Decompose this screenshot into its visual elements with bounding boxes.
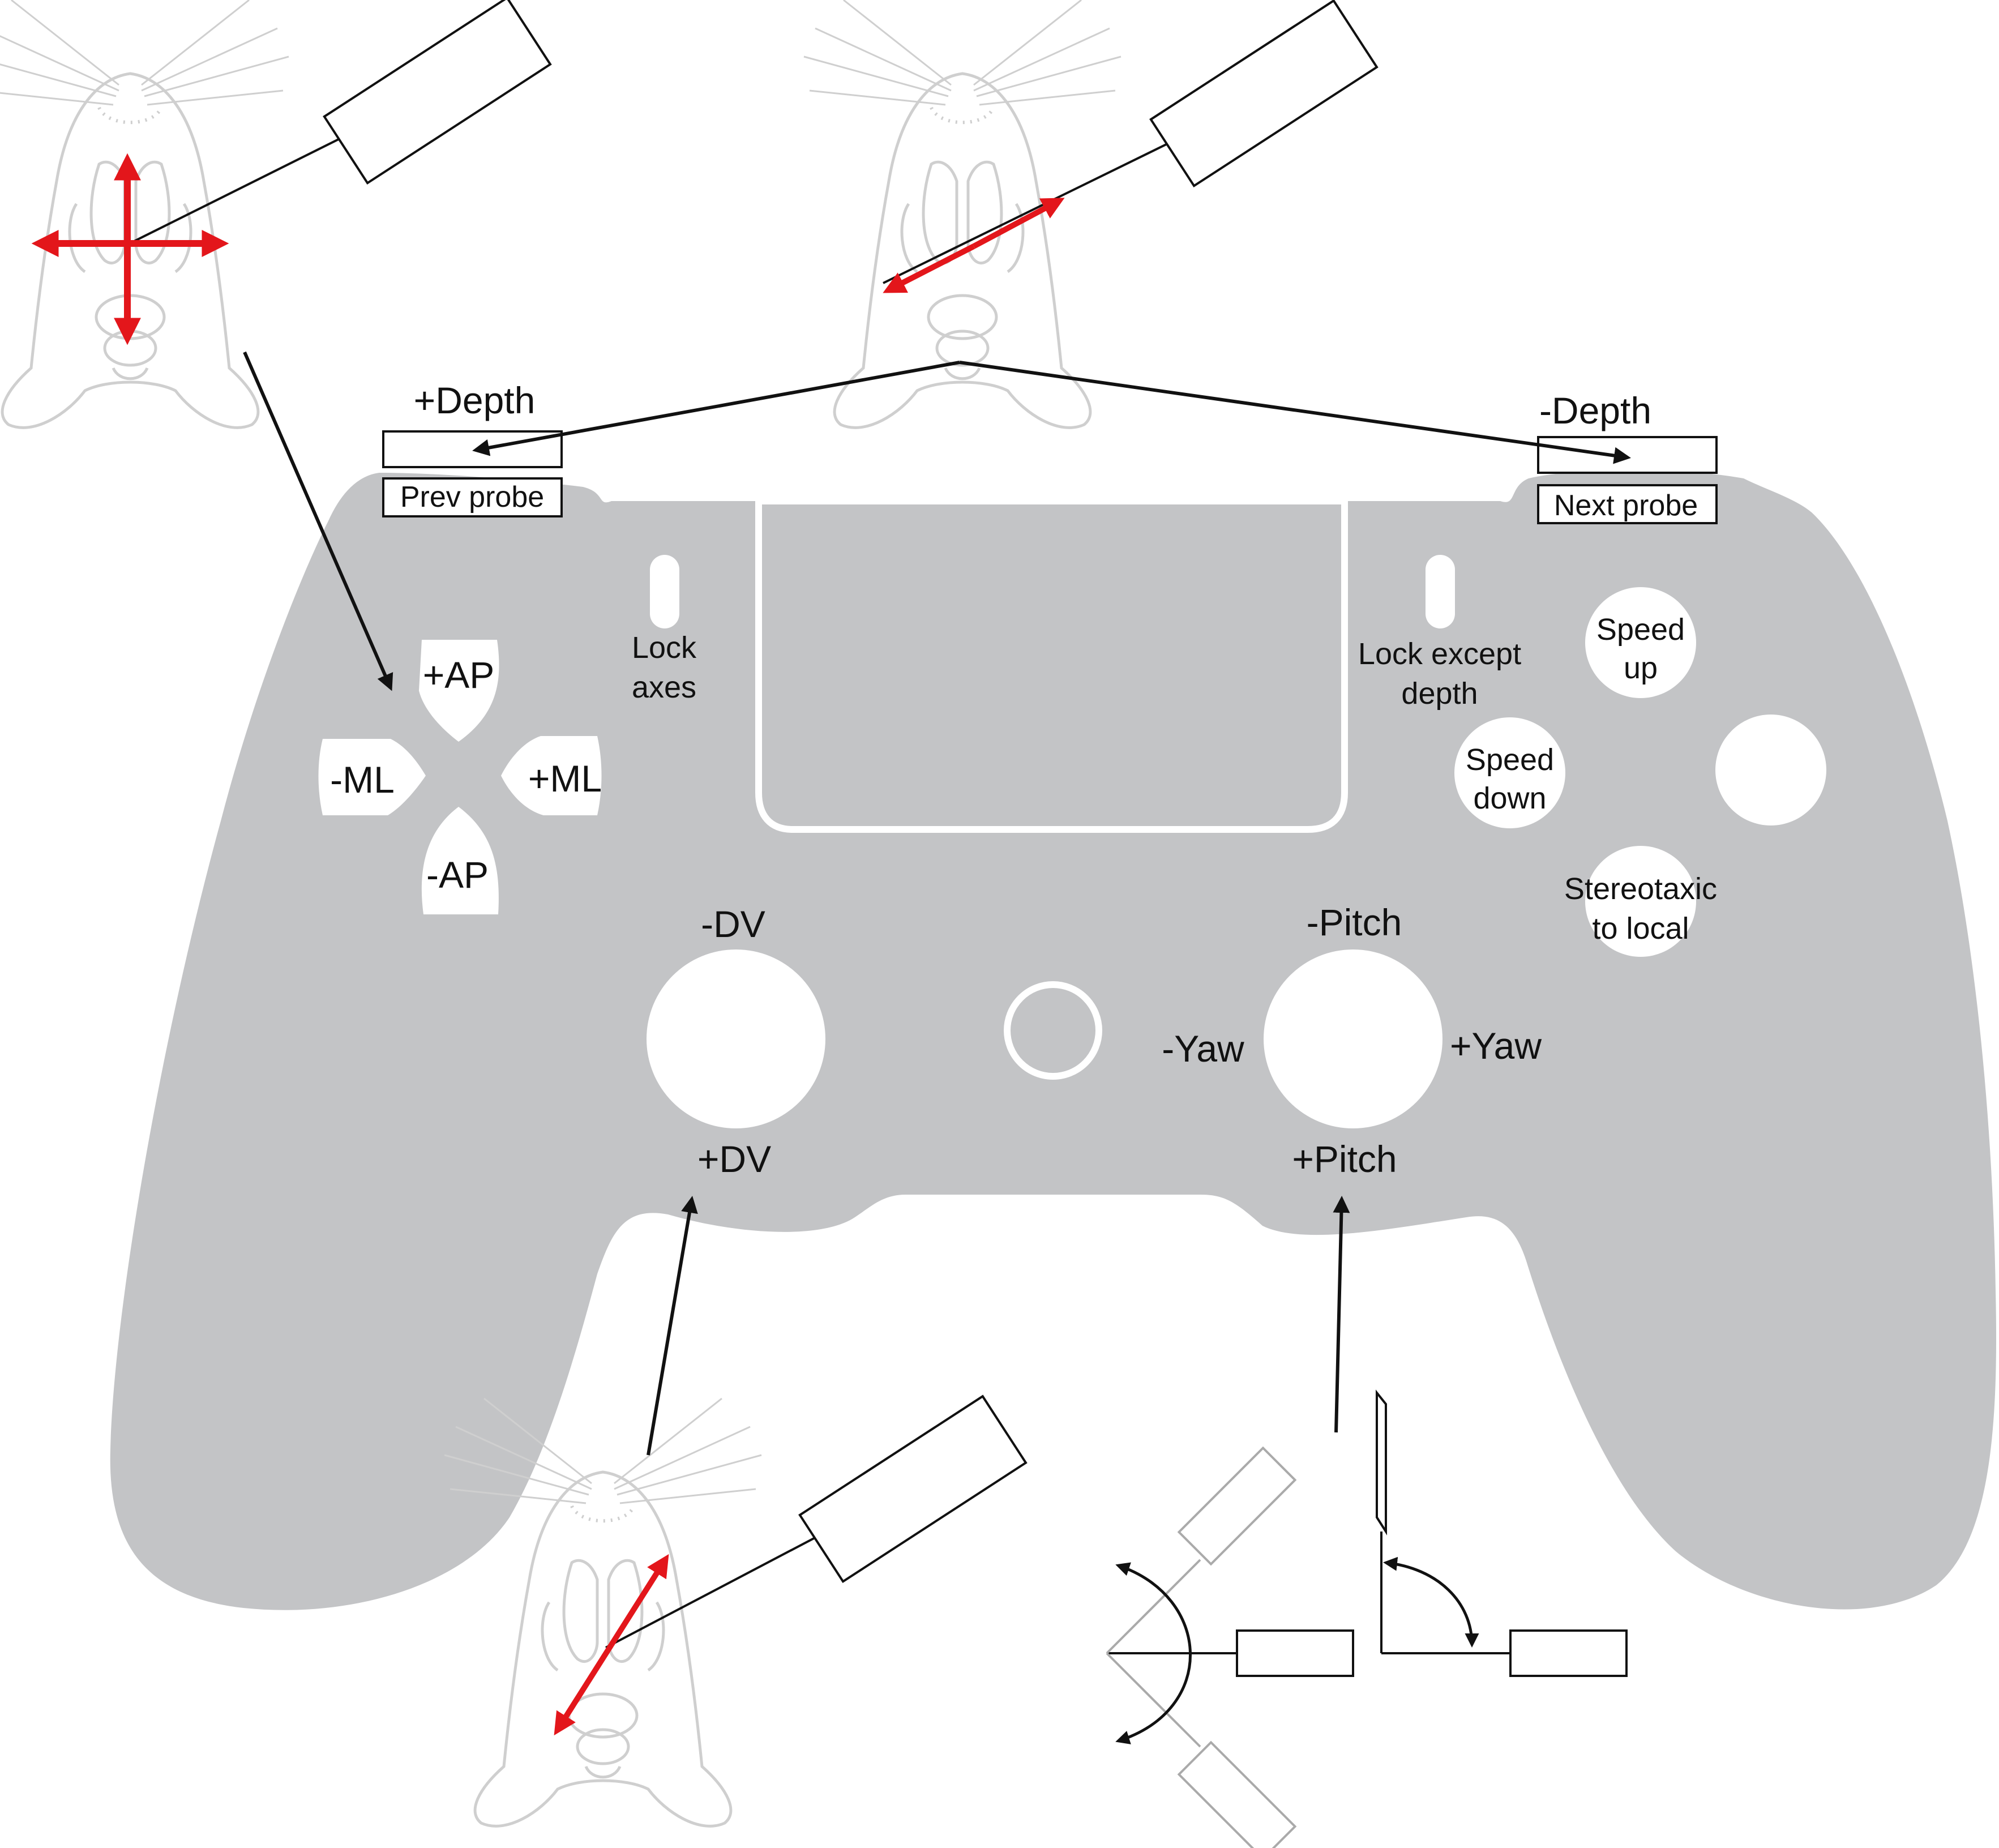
options-button[interactable] xyxy=(1426,555,1455,628)
dv-arrow-icon xyxy=(554,1554,669,1736)
dpad-down-label: -AP xyxy=(426,854,489,896)
face-top-label-1: Speed xyxy=(1596,613,1685,647)
rotation-icon xyxy=(1106,1446,1354,1848)
face-button-left[interactable] xyxy=(1454,717,1565,828)
dpad-up-label: +AP xyxy=(423,654,495,696)
right-shoulder-label: -Depth xyxy=(1539,390,1651,431)
right-shoulder-box-label: Next probe xyxy=(1554,489,1698,522)
probe-icon xyxy=(883,0,1379,284)
options-label-2: depth xyxy=(1401,677,1478,711)
probe-icon xyxy=(605,1394,1028,1649)
options-label-1: Lock except xyxy=(1358,637,1521,671)
left-stick-down-label: +DV xyxy=(697,1138,771,1180)
face-left-label-2: down xyxy=(1473,781,1546,815)
left-stick-up-label: -DV xyxy=(701,903,765,945)
depth-arrow-icon xyxy=(883,198,1065,293)
ps-button[interactable] xyxy=(1004,981,1102,1080)
right-stick[interactable] xyxy=(1264,949,1442,1128)
right-stick-down-label: +Pitch xyxy=(1292,1138,1397,1180)
connector-arrows xyxy=(243,351,1631,1456)
brain-view-icon xyxy=(0,0,289,427)
face-bottom-label-2: to local xyxy=(1592,912,1689,946)
arrow-to-dpad xyxy=(243,351,393,691)
share-button[interactable] xyxy=(650,555,679,628)
r2-box[interactable] xyxy=(1537,484,1718,524)
dpad-left-label: -ML xyxy=(330,759,395,801)
dpad-down[interactable] xyxy=(421,807,499,914)
dpad-right[interactable] xyxy=(501,736,602,815)
face-top-label-2: up xyxy=(1624,651,1658,685)
left-shoulder-label: +Depth xyxy=(414,379,536,421)
left-stick[interactable] xyxy=(647,949,825,1128)
touchpad[interactable] xyxy=(755,498,1348,833)
right-stick-right-label: +Yaw xyxy=(1450,1025,1542,1067)
arrow-to-right-stick xyxy=(1333,1196,1350,1433)
dpad-right-label: +ML xyxy=(528,758,602,799)
right-stick-left-label: -Yaw xyxy=(1162,1028,1244,1070)
l1-box[interactable] xyxy=(382,430,563,468)
arrow-to-left-stick xyxy=(647,1196,698,1456)
dpad-up[interactable] xyxy=(419,640,499,742)
pitch-icon xyxy=(1376,1389,1628,1677)
left-shoulder-box-label: Prev probe xyxy=(400,481,544,514)
arrow-to-left-shoulder xyxy=(472,361,960,456)
share-label-2: axes xyxy=(632,670,696,704)
face-button-bottom[interactable] xyxy=(1585,846,1696,957)
dpad-left[interactable] xyxy=(318,739,426,815)
face-bottom-label-1: Stereotaxic xyxy=(1564,872,1717,906)
r1-box[interactable] xyxy=(1537,436,1718,474)
face-left-label-1: Speed xyxy=(1466,743,1554,777)
right-stick-up-label: -Pitch xyxy=(1307,901,1402,943)
face-button-top[interactable] xyxy=(1585,587,1696,698)
probe-icon xyxy=(127,0,552,246)
move-arrows-icon xyxy=(31,153,229,345)
dpad[interactable] xyxy=(318,640,602,914)
share-label-1: Lock xyxy=(632,631,697,665)
arrow-to-right-shoulder xyxy=(959,361,1631,464)
face-button-right[interactable] xyxy=(1715,715,1826,825)
l2-box[interactable] xyxy=(382,477,563,517)
